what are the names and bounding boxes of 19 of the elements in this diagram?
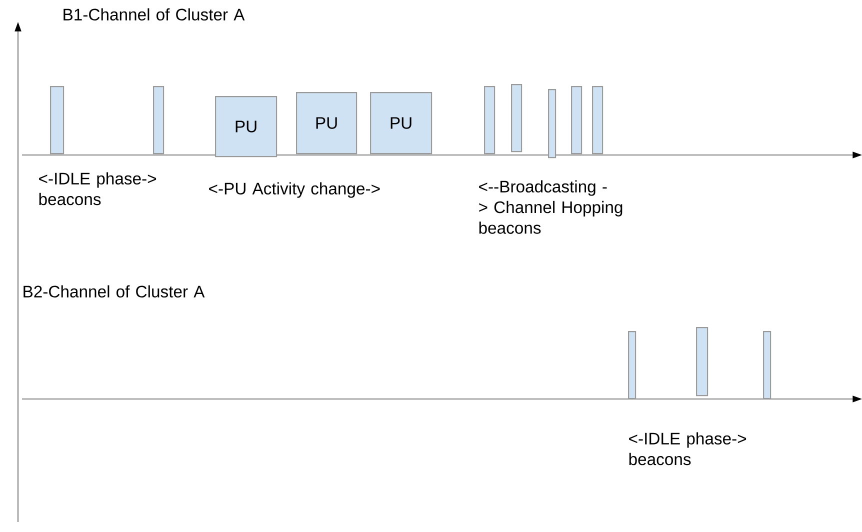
beacon-bar	[484, 86, 496, 154]
phase-label: <--Broadcasting -> Channel Hopping beacons	[479, 180, 622, 234]
beacon-bar	[571, 86, 582, 154]
beacon-bar	[592, 86, 604, 154]
beacon-bar	[548, 89, 556, 158]
phase-label: <-IDLE phase-> beacons	[39, 172, 156, 206]
beacon-bar	[50, 86, 64, 154]
beacon-bar	[628, 331, 636, 400]
beacon-bar	[696, 327, 708, 396]
beacon-bar	[153, 86, 164, 154]
phase-label: <-PU Activity change->	[209, 182, 380, 198]
channel-title: B1-Channel of Cluster A	[64, 8, 245, 21]
pu-box: PU	[370, 92, 432, 154]
channel-title: B2-Channel of Cluster A	[24, 285, 205, 298]
pu-box: PU	[215, 96, 278, 158]
beacon-bar	[763, 331, 772, 400]
beacon-bar	[511, 84, 522, 152]
pu-box: PU	[296, 92, 358, 154]
phase-label: <-IDLE phase-> beacons	[629, 432, 746, 466]
